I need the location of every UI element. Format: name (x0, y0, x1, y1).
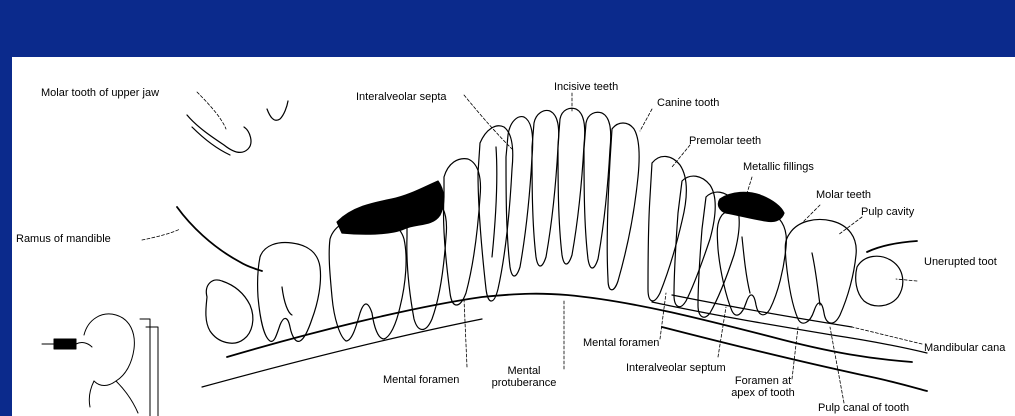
label-premolar-teeth: Premolar teeth (689, 135, 761, 147)
label-foramen-apex-line1: Foramen at (720, 375, 806, 387)
right-jaw-contour (867, 241, 917, 252)
left-molar-1 (206, 280, 253, 343)
unerupted-tooth (856, 256, 903, 306)
label-foramen-apex: Foramen at apex of tooth (720, 375, 806, 399)
label-molar-upper-jaw: Molar tooth of upper jaw (41, 87, 159, 99)
incisor-2 (532, 111, 559, 267)
mandibular-canal-line (652, 302, 927, 353)
right-premolar-2 (674, 176, 715, 307)
label-interalveolar-septa: Interalveolar septa (356, 91, 447, 103)
left-molar-3 (329, 217, 406, 341)
label-canine-tooth: Canine tooth (657, 97, 719, 109)
left-premolar-2 (443, 159, 480, 305)
label-mental-protuberance-line1: Mental (484, 365, 564, 377)
label-foramen-apex-line2: apex of tooth (720, 387, 806, 399)
dental-panoramic-drawing (12, 57, 1015, 416)
label-mental-protuberance-line2: protuberance (484, 377, 564, 389)
ramus-curve (177, 207, 262, 271)
label-mental-foramen-right: Mental foramen (583, 337, 659, 349)
patient-silhouette (42, 314, 158, 416)
right-molar-1-pulp (742, 237, 750, 293)
label-mental-protuberance: Mental protuberance (484, 365, 564, 389)
label-ramus-of-mandible: Ramus of mandible (16, 233, 111, 245)
label-pulp-canal: Pulp canal of tooth (818, 402, 909, 414)
mandible-inner-line (227, 294, 912, 362)
left-canine-pulp (492, 147, 497, 257)
right-molar-1 (717, 207, 786, 315)
label-unerupted-tooth: Unerupted toot (924, 256, 997, 268)
label-molar-teeth: Molar teeth (816, 189, 871, 201)
upper-molar-outline-3 (192, 127, 230, 155)
label-incisive-teeth: Incisive teeth (554, 81, 618, 93)
right-molar-2 (785, 220, 856, 324)
label-metallic-fillings: Metallic fillings (743, 161, 814, 173)
label-interalveolar-septum: Interalveolar septum (626, 362, 726, 374)
label-mental-foramen-left: Mental foramen (383, 374, 459, 386)
label-mandibular-canal: Mandibular cana (924, 342, 1005, 354)
upper-molar-outline (187, 115, 251, 152)
right-premolar-1 (648, 156, 686, 300)
right-molar-2-pulp (812, 253, 820, 305)
right-canine (607, 123, 639, 290)
diagram-panel: Molar tooth of upper jaw Interalveolar s… (12, 57, 1015, 416)
left-filling (337, 181, 444, 234)
incisor-3 (558, 108, 585, 264)
left-molar-2-root (282, 287, 292, 315)
left-molar-2 (258, 243, 321, 342)
upper-molar-outline-2 (267, 101, 288, 120)
label-pulp-cavity: Pulp cavity (861, 206, 914, 218)
